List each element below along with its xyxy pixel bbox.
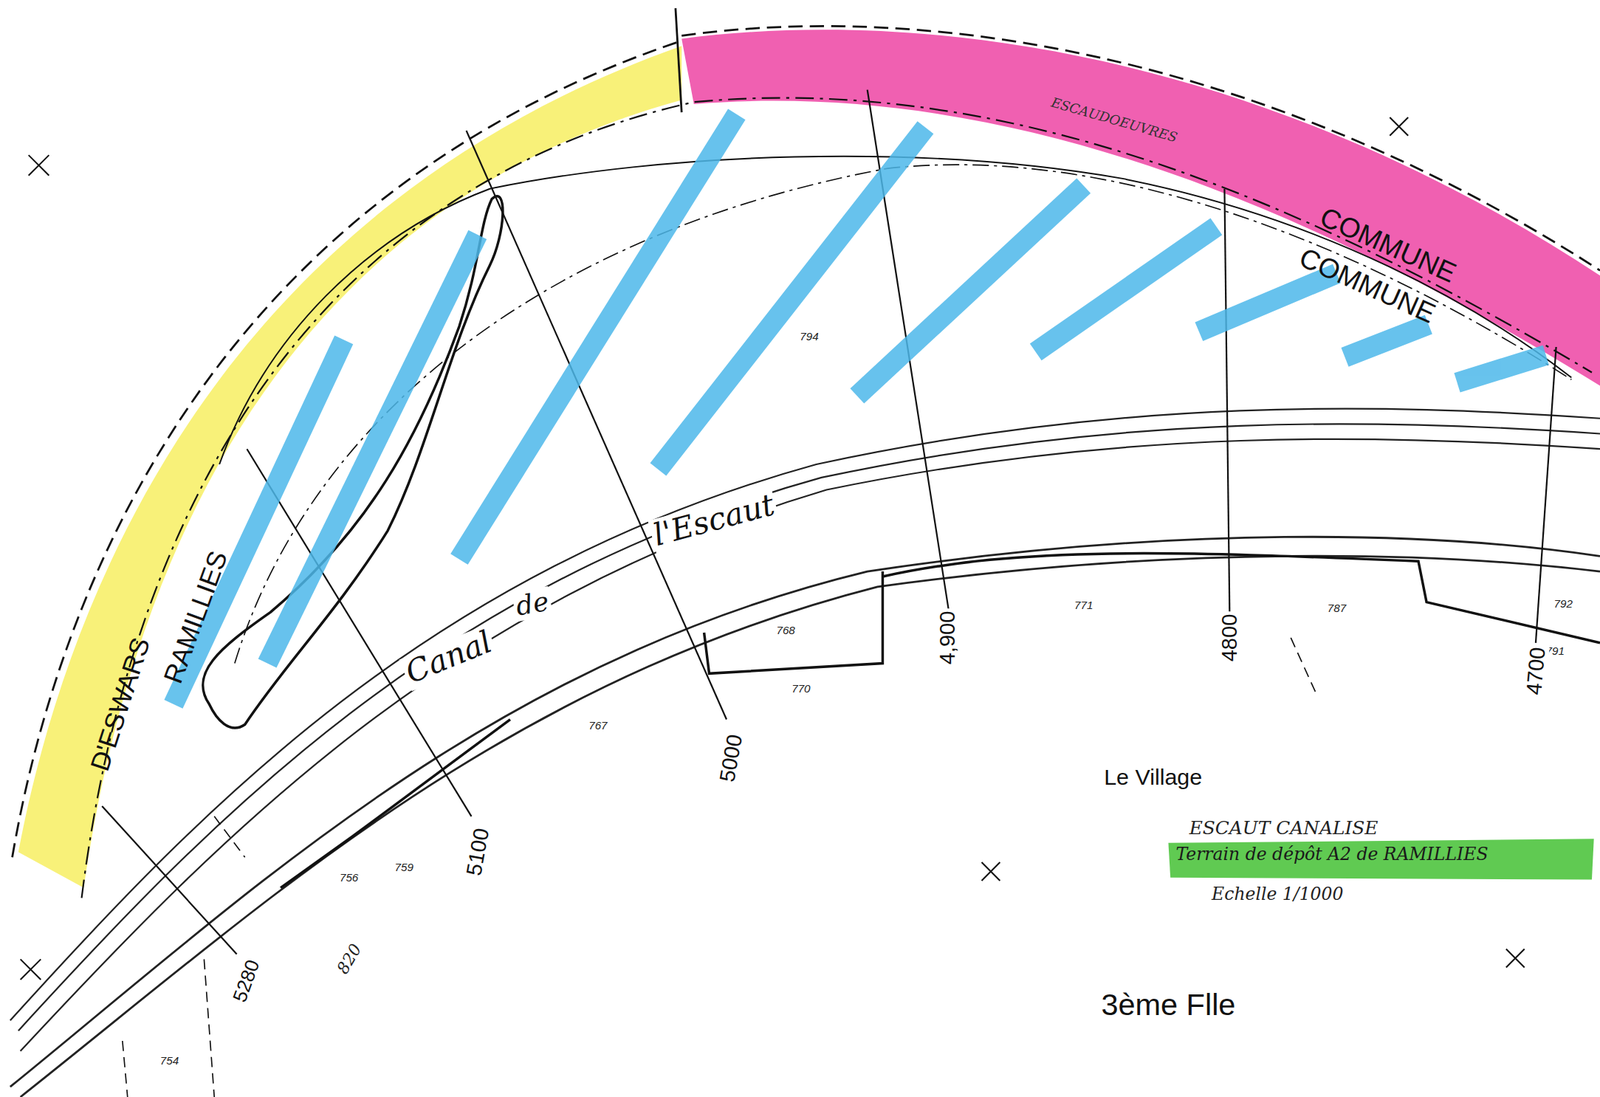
scale-note: Echelle 1/1000 xyxy=(1209,883,1346,904)
parcel-number: 794 xyxy=(797,330,821,344)
station-number: 4800 xyxy=(1217,611,1242,664)
highlight-text: Terrain de dépôt A2 de RAMILLIES xyxy=(1175,843,1586,865)
station-number: 5100 xyxy=(461,823,494,880)
parcel-number: 759 xyxy=(392,860,416,875)
parcel-number: 792 xyxy=(1552,597,1575,611)
parcel-number: 787 xyxy=(1325,601,1349,616)
station-number: 5280 xyxy=(228,955,266,1008)
canal-name: Canal xyxy=(399,624,500,692)
station-number: 4700 xyxy=(1521,644,1550,699)
parcel-number: 767 xyxy=(586,719,610,733)
canal-name: de xyxy=(511,586,554,622)
sheet-title: ESCAUT CANALISE xyxy=(1187,818,1381,839)
parcel-number: 768 xyxy=(773,623,797,638)
place-name: Le Village xyxy=(1101,764,1205,791)
basin-outline xyxy=(203,196,503,729)
yellow-band xyxy=(18,45,682,888)
highlight-box: Terrain de dépôt A2 de RAMILLIES xyxy=(1168,840,1594,881)
parcel-number: 820 xyxy=(332,939,367,980)
station-number: 5000 xyxy=(713,730,747,786)
green-highlight xyxy=(1168,838,1594,880)
parcel-number: 770 xyxy=(789,682,813,696)
parcel-number: 754 xyxy=(158,1054,181,1068)
sheet-number: 3ème Flle xyxy=(1098,988,1238,1023)
station-number: 4,900 xyxy=(934,608,959,667)
pink-band xyxy=(681,29,1600,386)
parcel-number: 756 xyxy=(337,871,361,885)
parcel-number: 771 xyxy=(1072,598,1095,613)
